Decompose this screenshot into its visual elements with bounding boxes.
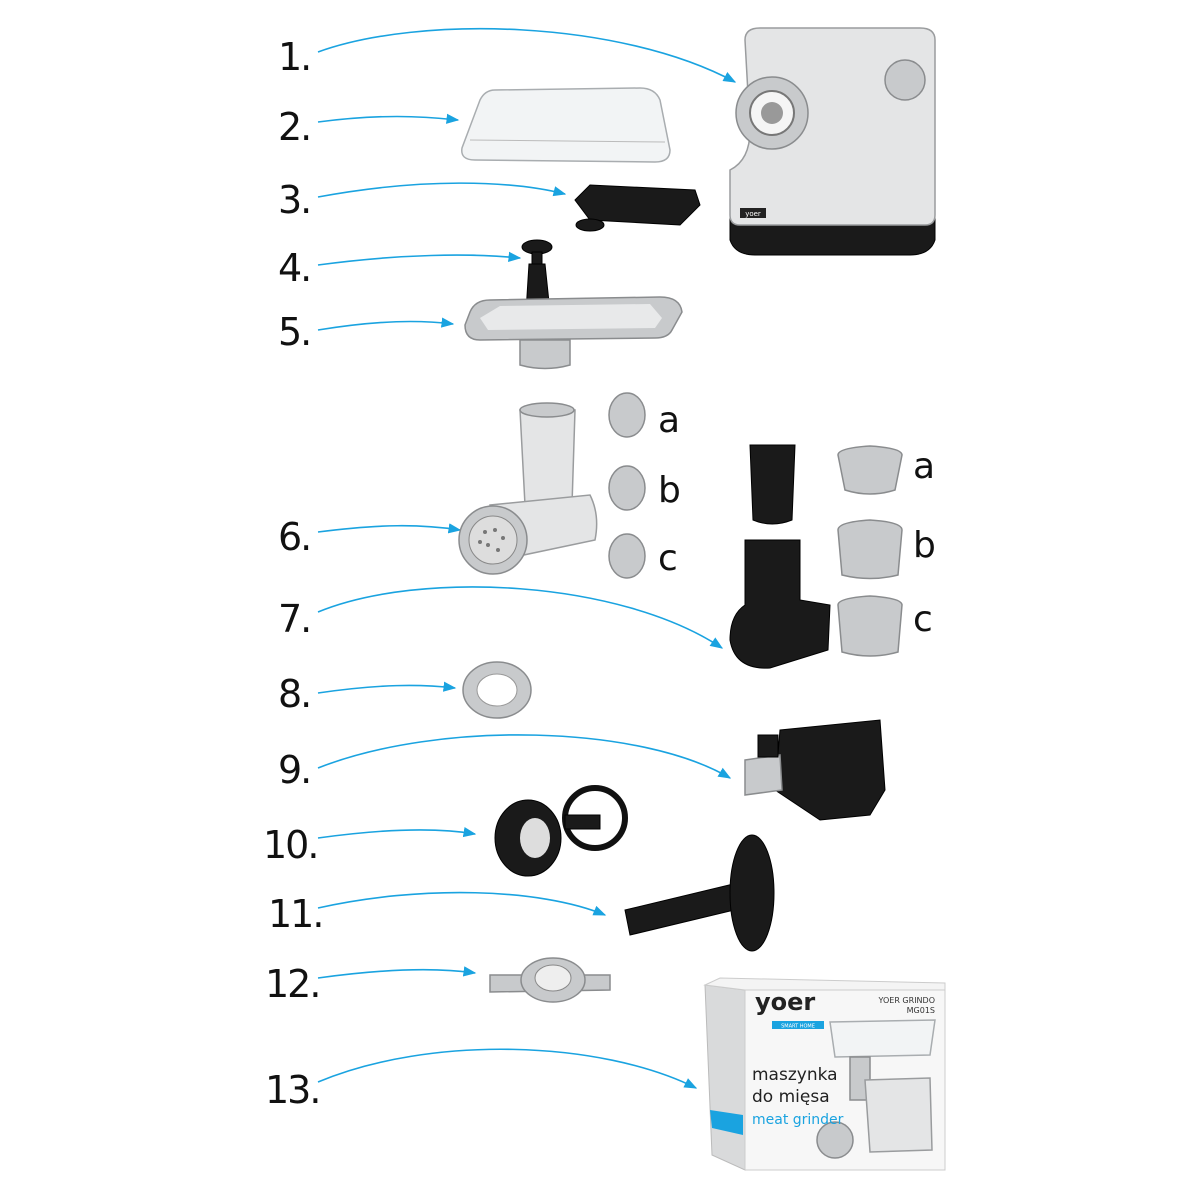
part-label-6: 6. [278,515,310,559]
part-1-motor-housing: yoer [729,27,936,256]
box-model-code: MG01S [907,1006,935,1015]
arrow-3 [317,182,567,198]
part-9-juicer-attachment [744,719,886,821]
grinding-plates: a b c [608,392,681,579]
box-title-en: meat grinder [752,1112,844,1128]
grater-c [837,595,903,657]
arrow-9 [317,734,732,779]
part-label-5: 5. [278,310,310,354]
part-number-labels: 1. 2. 3. 4. 5. 6. 7. 8. 9. 10. 11. 12. 1… [263,35,324,1112]
part-12-cutting-blade [489,957,611,1003]
box-title-pl-2: do mięsa [752,1087,830,1107]
grater-label-c: c [913,599,933,640]
part-label-4: 4. [278,246,310,290]
arrow-10 [317,827,477,839]
arrow-8 [317,681,457,694]
arrow-5 [317,317,455,331]
part-8-ring-nut [462,661,532,719]
arrow-12 [317,966,477,979]
part-label-7: 7. [278,597,310,641]
box-brand: yoer [755,988,815,1016]
box-title-pl-1: maszynka [752,1065,838,1085]
part-label-12: 12. [265,962,319,1006]
part-5-meat-tray [464,296,683,370]
grater-drums: a b c [837,445,936,657]
plate-b [608,465,646,511]
leader-arrows [317,27,737,1089]
plate-label-c: c [658,538,678,579]
plate-label-b: b [658,470,681,511]
svg-text:yoer: yoer [745,210,761,218]
part-label-3: 3. [278,178,310,222]
part-10-sausage-parts [494,785,628,877]
plate-c [608,533,646,579]
part-label-1: 1. [278,35,310,79]
part-2-transparent-lid [461,87,671,163]
grater-label-b: b [913,525,936,566]
arrow-7 [317,586,724,649]
arrow-2 [317,113,460,124]
arrow-11 [317,891,607,916]
plate-a [608,392,646,438]
box-tagline: SMART HOME [781,1024,815,1030]
arrow-6 [317,523,462,534]
part-label-2: 2. [278,105,310,149]
part-label-13: 13. [265,1068,319,1112]
arrow-4 [317,251,522,266]
part-11-sausage-funnel [624,834,775,952]
plate-label-a: a [658,400,680,441]
part-3-tray-holder [574,184,701,232]
part-label-9: 9. [278,748,310,792]
grater-a [837,445,903,495]
part-label-10: 10. [263,823,317,867]
box-tagline-bar [772,1021,824,1029]
part-label-11: 11. [268,892,322,936]
part-6-grinder-head [458,402,598,575]
box-model-name: YOER GRINDO [878,996,935,1005]
arrow-13 [317,1048,698,1089]
part-label-8: 8. [278,672,310,716]
arrow-1 [317,27,737,83]
grater-b [837,519,903,580]
grater-label-a: a [913,446,935,487]
part-7-slicer-attachment [729,444,831,669]
part-13-product-box: yoer SMART HOME YOER GRINDO MG01S maszyn… [703,977,946,1171]
brand-badge [740,208,766,218]
